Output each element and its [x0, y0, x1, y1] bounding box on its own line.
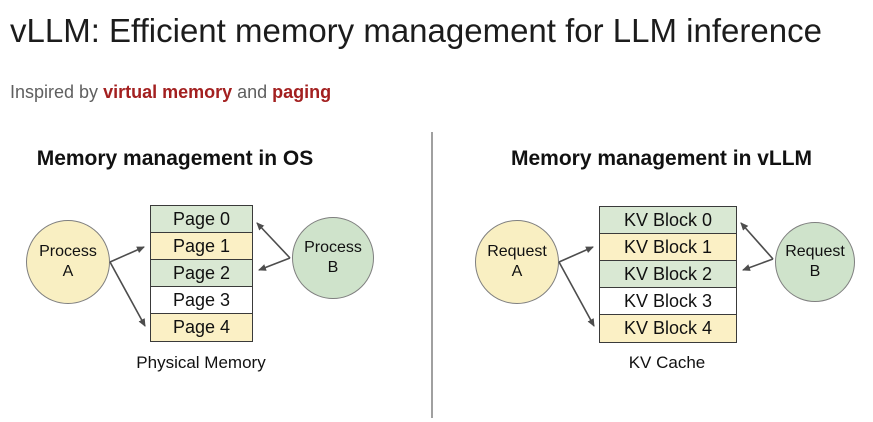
subtitle: Inspired by virtual memory and paging	[10, 82, 331, 103]
request-b-label-line2: B	[809, 263, 821, 280]
process-b-label-line2: B	[327, 259, 339, 276]
process-b-circle: Process B	[292, 217, 374, 299]
table-row: KV Block 1	[600, 234, 736, 261]
request-a-label-line2: A	[511, 263, 523, 280]
table-row: KV Block 2	[600, 261, 736, 288]
arrow-request-a-to-kv-block-4	[558, 261, 595, 327]
vertical-divider	[431, 132, 433, 418]
request-a-circle: Request A	[475, 220, 559, 304]
request-a-label-line1: Request	[487, 243, 547, 260]
arrow-request-b-to-kv-block-2	[742, 258, 774, 271]
process-a-label-line2: A	[62, 263, 74, 280]
subtitle-highlight-virtual-memory: virtual memory	[103, 82, 233, 102]
arrow-request-a-to-kv-block-1	[558, 246, 594, 263]
process-b-label-line1: Process	[304, 239, 362, 256]
page-title: vLLM: Efficient memory management for LL…	[10, 12, 822, 49]
table-row: Page 0	[151, 206, 252, 233]
table-row: KV Block 0	[600, 207, 736, 234]
arrow-request-b-to-kv-block-0	[740, 222, 774, 260]
table-row: KV Block 3	[600, 288, 736, 315]
physical-memory-table: Page 0 Page 1 Page 2 Page 3 Page 4	[150, 205, 253, 342]
arrow-process-a-to-page-1	[109, 246, 145, 263]
panel-os-heading: Memory management in OS	[36, 147, 314, 170]
kv-cache-table: KV Block 0 KV Block 1 KV Block 2 KV Bloc…	[599, 206, 737, 343]
table-row: KV Block 4	[600, 315, 736, 342]
table-row: Page 4	[151, 314, 252, 341]
table-row: Page 2	[151, 260, 252, 287]
table-row: Page 1	[151, 233, 252, 260]
arrow-process-a-to-page-4	[109, 261, 146, 327]
arrow-process-b-to-page-0	[256, 222, 291, 259]
subtitle-lead: Inspired by	[10, 82, 104, 102]
process-a-label-line1: Process	[39, 243, 97, 260]
table-row: Page 3	[151, 287, 252, 314]
panel-vllm-heading: Memory management in vLLM	[511, 147, 813, 170]
physical-memory-caption: Physical Memory	[136, 353, 266, 372]
subtitle-connector: and	[232, 82, 273, 102]
process-a-circle: Process A	[26, 220, 110, 304]
request-b-circle: Request B	[775, 222, 855, 302]
subtitle-highlight-paging: paging	[272, 82, 332, 102]
arrow-process-b-to-page-2	[258, 257, 291, 271]
kv-cache-caption: KV Cache	[628, 353, 706, 372]
request-b-label-line1: Request	[785, 243, 845, 260]
